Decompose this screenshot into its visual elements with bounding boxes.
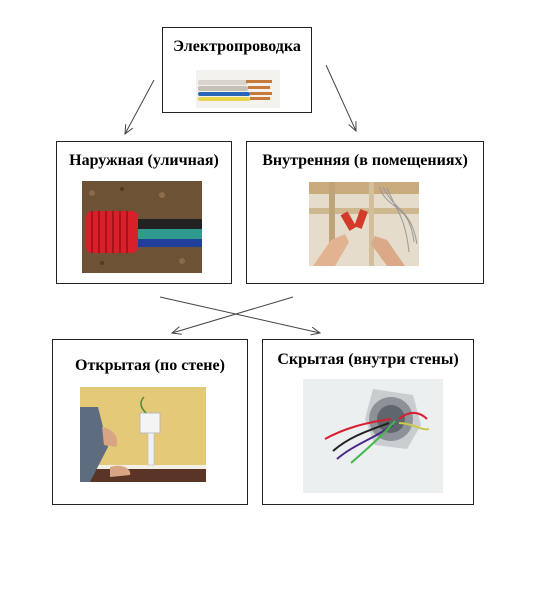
- indoor-node-title: Внутренняя (в помещениях): [262, 152, 468, 169]
- arrow-cross-to-hidden: [159, 296, 320, 333]
- outdoor-cable-image: [82, 181, 202, 273]
- hidden-wiring-node: Скрытая (внутри стены): [262, 339, 474, 505]
- indoor-wiring-image: [309, 182, 419, 266]
- indoor-node: Внутренняя (в помещениях): [246, 141, 484, 284]
- arrow-root-to-indoor: [325, 64, 356, 131]
- cable-image: [196, 70, 280, 108]
- root-node-title: Электропроводка: [173, 38, 301, 55]
- outdoor-node: Наружная (уличная): [56, 141, 232, 284]
- open-wiring-node-title: Открытая (по стене): [75, 357, 225, 374]
- outdoor-node-title: Наружная (уличная): [69, 152, 219, 169]
- hidden-wiring-node-title: Скрытая (внутри стены): [277, 351, 459, 368]
- hidden-wiring-image: [303, 379, 443, 493]
- open-wiring-image: [80, 387, 206, 482]
- root-node: Электропроводка: [162, 27, 312, 113]
- arrow-root-to-outdoor: [125, 79, 155, 134]
- arrow-cross-to-open: [172, 296, 294, 333]
- open-wiring-node: Открытая (по стене): [52, 339, 248, 505]
